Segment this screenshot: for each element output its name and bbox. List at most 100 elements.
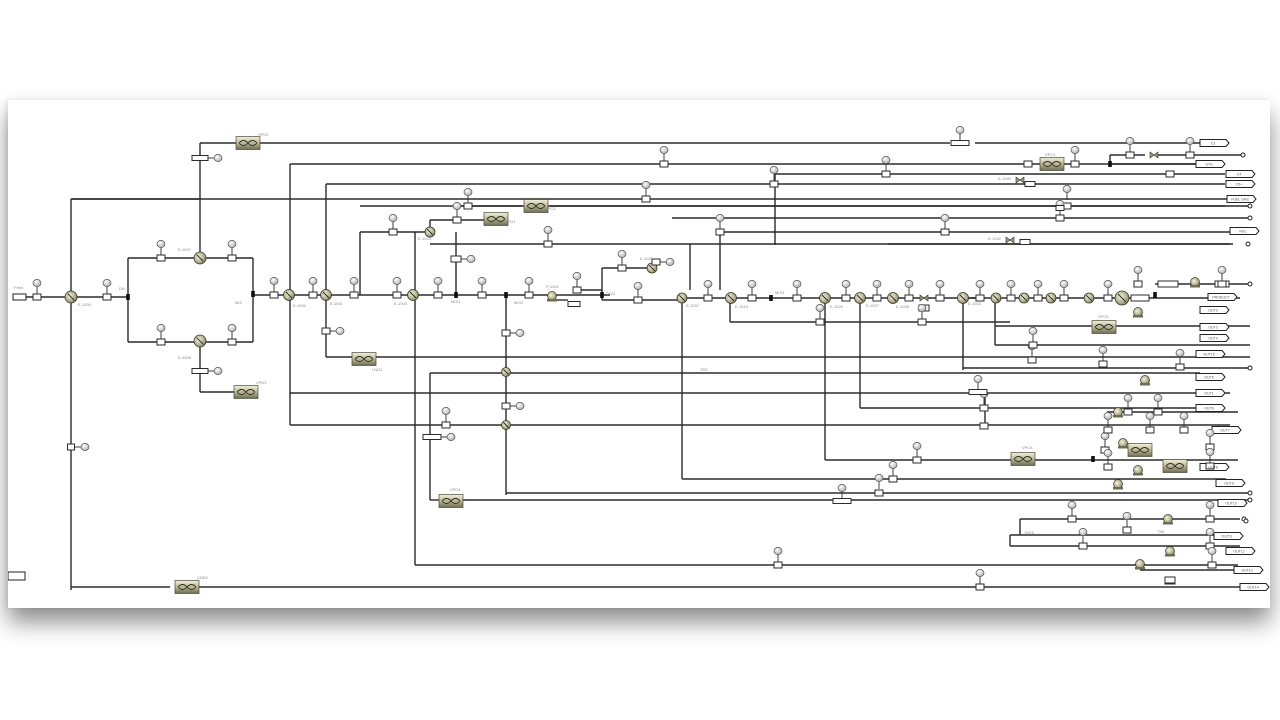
product-stream-tag[interactable]	[1226, 195, 1257, 203]
gauge-icon[interactable]	[1145, 412, 1155, 420]
stream-box[interactable]	[1055, 205, 1065, 211]
stream-box[interactable]	[1145, 426, 1155, 434]
pump-r5[interactable]	[1133, 465, 1143, 476]
hx-1037[interactable]	[676, 292, 688, 304]
gauge-icon[interactable]	[308, 277, 318, 285]
gauge-icon[interactable]	[102, 279, 112, 287]
gauge-icon[interactable]	[1205, 528, 1215, 536]
stream-box[interactable]	[102, 293, 112, 301]
stream-box[interactable]	[1019, 239, 1031, 245]
stream-box[interactable]	[715, 228, 725, 236]
pump-1002[interactable]	[547, 291, 557, 302]
stream-box[interactable]	[269, 291, 279, 299]
hx-1001[interactable]	[320, 289, 332, 301]
pump-r3[interactable]	[1113, 407, 1123, 418]
stream-end-icon[interactable]	[1247, 497, 1253, 503]
hx-c[interactable]	[1045, 292, 1057, 304]
stream-box[interactable]	[979, 422, 989, 430]
stream-box[interactable]	[1028, 341, 1038, 349]
stream-box[interactable]	[1027, 356, 1037, 364]
stream-box[interactable]	[392, 291, 402, 299]
hx-1060[interactable]	[501, 420, 511, 430]
gauge-icon[interactable]	[349, 277, 359, 285]
gauge-icon[interactable]	[1123, 394, 1133, 402]
gauge-icon[interactable]	[80, 443, 90, 451]
stream-box[interactable]	[1123, 408, 1133, 416]
stream-box[interactable]	[888, 475, 898, 483]
stream-box[interactable]	[1133, 280, 1143, 288]
stream-box[interactable]	[1059, 294, 1069, 302]
gauge-icon[interactable]	[572, 272, 582, 280]
pump-r1[interactable]	[1133, 307, 1143, 318]
stream-box[interactable]	[477, 291, 487, 299]
stream-box[interactable]	[308, 291, 318, 299]
stream-box[interactable]	[1006, 294, 1016, 302]
stream-box[interactable]	[1122, 526, 1132, 534]
mixer-node[interactable]	[504, 292, 508, 298]
vpc-upper[interactable]	[1039, 157, 1065, 171]
gauge-icon[interactable]	[466, 255, 476, 263]
gauge-icon[interactable]	[1103, 449, 1113, 457]
stream-box[interactable]	[1164, 576, 1176, 584]
gauge-icon[interactable]	[1103, 280, 1113, 288]
product-stream-tag[interactable]	[1195, 373, 1226, 381]
stream-box[interactable]	[1067, 515, 1077, 523]
mixer-node[interactable]	[126, 294, 130, 300]
gauge-icon[interactable]	[1122, 512, 1132, 520]
vpd-lower-2[interactable]	[438, 494, 464, 508]
stream-tag[interactable]	[950, 140, 970, 146]
gauge-icon[interactable]	[665, 258, 675, 266]
gauge-icon[interactable]	[388, 214, 398, 222]
stream-box[interactable]	[1103, 294, 1113, 302]
stream-end-icon[interactable]	[1245, 241, 1251, 247]
product-stream-tag[interactable]	[1233, 566, 1264, 574]
stream-box[interactable]	[1185, 151, 1195, 159]
stream-box[interactable]	[1179, 426, 1189, 434]
stream-end-icon[interactable]	[1247, 215, 1253, 221]
stream-box[interactable]	[156, 338, 166, 346]
product-stream-tag[interactable]	[1199, 306, 1230, 314]
stream-box[interactable]	[227, 338, 237, 346]
hx-1003[interactable]	[407, 289, 419, 301]
stream-box[interactable]	[572, 286, 582, 294]
stream-end-icon[interactable]	[1247, 281, 1253, 287]
hx-1019[interactable]	[725, 292, 737, 304]
stream-box[interactable]	[659, 160, 669, 168]
gauge-icon[interactable]	[1217, 266, 1227, 274]
product-stream-tag[interactable]	[1217, 499, 1248, 507]
gauge-icon[interactable]	[1078, 528, 1088, 536]
gauge-icon[interactable]	[156, 324, 166, 332]
mixer-node[interactable]	[1153, 292, 1157, 298]
stream-box[interactable]	[567, 301, 581, 307]
vpd-top[interactable]	[235, 136, 261, 150]
offpage-connector[interactable]	[8, 571, 26, 581]
gauge-icon[interactable]	[747, 280, 757, 288]
gauge-icon[interactable]	[769, 166, 779, 174]
gauge-icon[interactable]	[269, 277, 279, 285]
lng-exchanger[interactable]	[351, 352, 377, 366]
product-stream-tag[interactable]	[1225, 170, 1256, 178]
stream-tag[interactable]	[191, 155, 209, 161]
gauge-icon[interactable]	[837, 484, 847, 492]
gauge-icon[interactable]	[773, 547, 783, 555]
gauge-icon[interactable]	[904, 280, 914, 288]
hx-1004[interactable]	[283, 289, 295, 301]
vpc-r2[interactable]	[1162, 459, 1188, 473]
gauge-icon[interactable]	[1098, 346, 1108, 354]
gauge-icon[interactable]	[715, 214, 725, 222]
product-stream-tag[interactable]	[1199, 139, 1230, 147]
gauge-icon[interactable]	[463, 188, 473, 196]
gauge-icon[interactable]	[917, 304, 927, 312]
gauge-icon[interactable]	[973, 375, 983, 383]
stream-tag[interactable]	[1130, 294, 1150, 302]
stream-box[interactable]	[463, 202, 473, 210]
gauge-icon[interactable]	[815, 304, 825, 312]
stream-box[interactable]	[441, 421, 451, 429]
hx-1059[interactable]	[501, 367, 511, 377]
stream-box[interactable]	[773, 561, 783, 569]
gauge-icon[interactable]	[617, 250, 627, 258]
gauge-icon[interactable]	[955, 126, 965, 134]
valve-icon[interactable]	[1015, 176, 1025, 184]
stream-box[interactable]	[1207, 561, 1217, 569]
gauge-icon[interactable]	[477, 277, 487, 285]
